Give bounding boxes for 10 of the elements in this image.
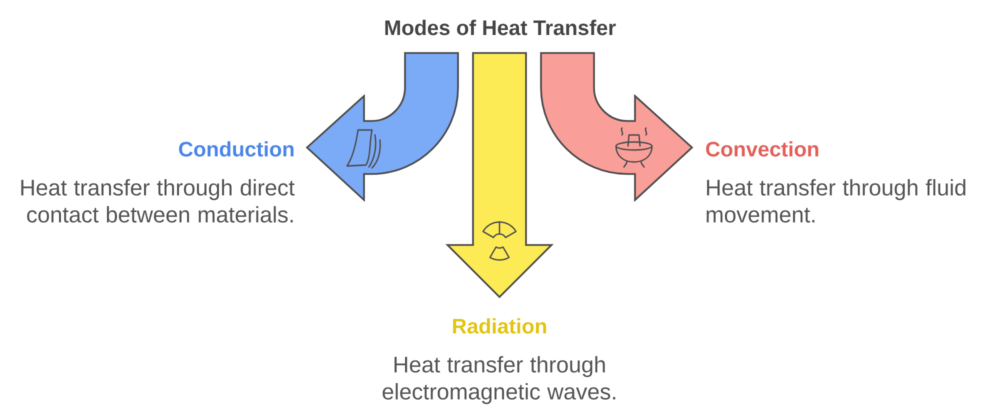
description: Heat transfer through fluid movement.	[706, 179, 966, 223]
heading: Radiation	[453, 318, 546, 334]
heading: Conduction	[179, 141, 294, 157]
down-arrow	[445, 52, 554, 298]
heading: Convection	[706, 141, 818, 157]
title: Modes of Heat Transfer	[385, 20, 616, 36]
curved-arrow	[540, 52, 693, 201]
description: Heat transfer through electromagnetic waves.	[382, 356, 616, 404]
curved-arrow	[306, 52, 459, 201]
description: Heat transfer through direct contact between materials.	[21, 179, 295, 223]
